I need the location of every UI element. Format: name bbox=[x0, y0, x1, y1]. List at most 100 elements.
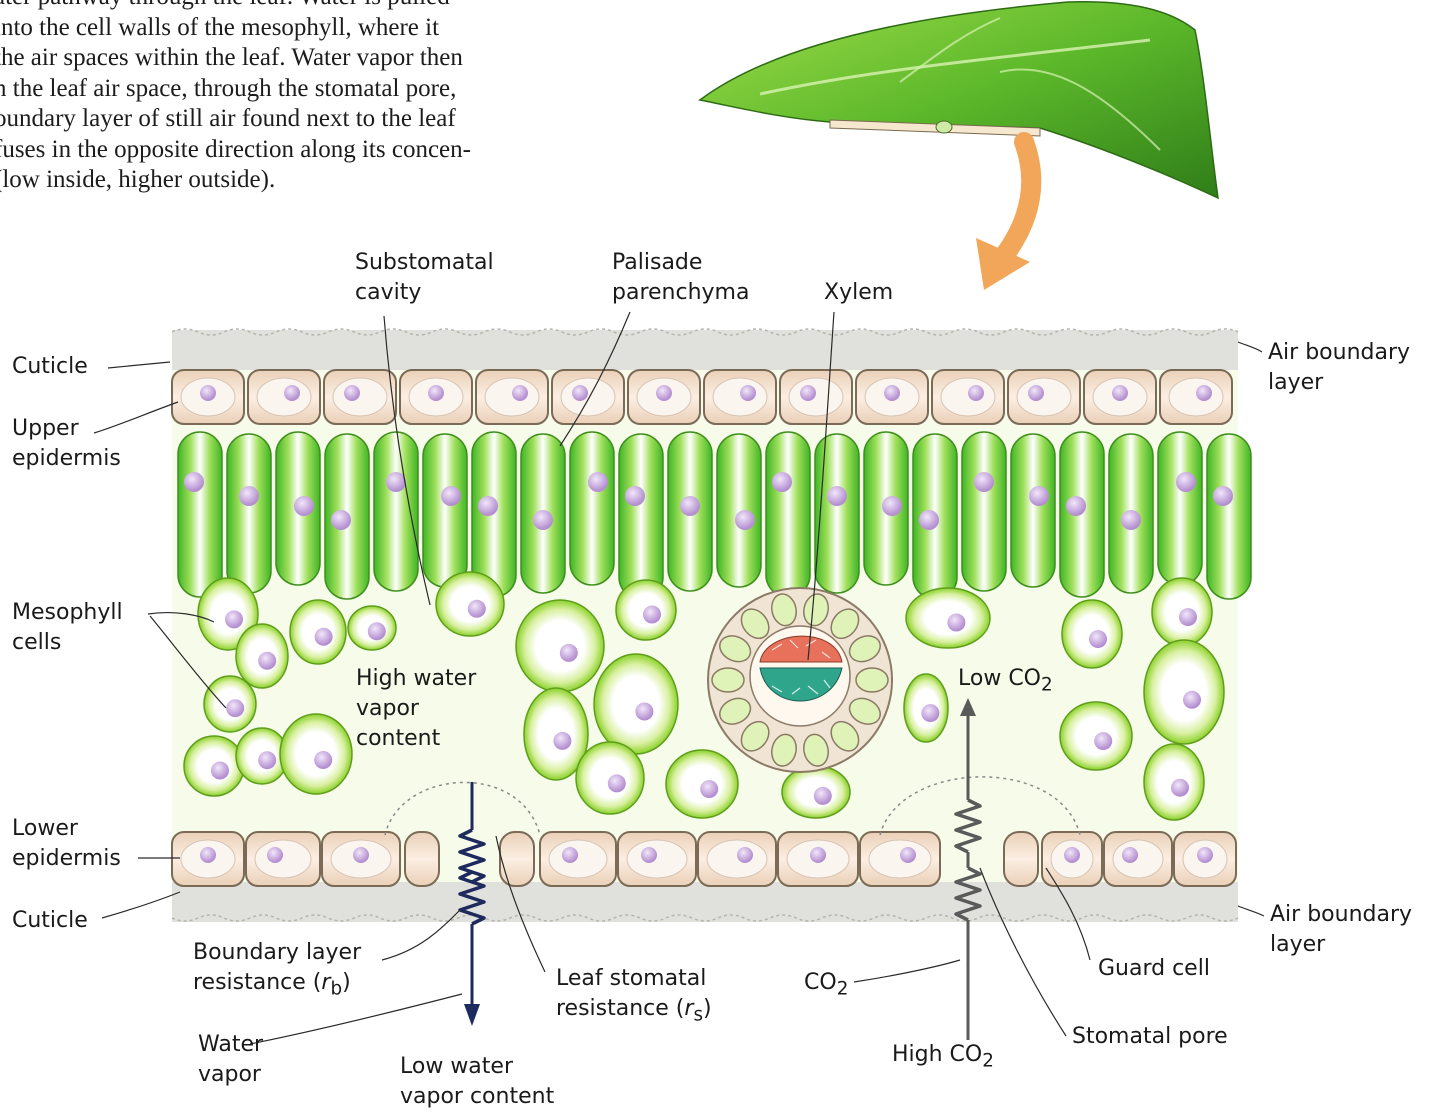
nucleus bbox=[184, 472, 204, 492]
palisade-cell bbox=[619, 434, 663, 599]
nucleus bbox=[562, 847, 578, 863]
vacuole bbox=[549, 840, 607, 878]
nucleus bbox=[1176, 472, 1196, 492]
nucleus bbox=[588, 472, 608, 492]
nucleus bbox=[512, 385, 528, 401]
vacuole bbox=[789, 378, 843, 416]
nucleus bbox=[641, 847, 657, 863]
nucleus bbox=[1112, 385, 1128, 401]
nucleus bbox=[1196, 385, 1212, 401]
nucleus bbox=[737, 847, 753, 863]
label-low-water-vapor: Low water vapor content bbox=[400, 1052, 554, 1112]
palisade-cell bbox=[1011, 434, 1055, 587]
label-co2: CO2 bbox=[804, 968, 848, 1004]
nucleus bbox=[1121, 510, 1141, 530]
label-low-co2: Low CO2 bbox=[958, 664, 1053, 700]
nucleus bbox=[1183, 691, 1201, 709]
vacuole bbox=[257, 378, 311, 416]
nucleus bbox=[428, 385, 444, 401]
bundle-sheath-cell bbox=[712, 668, 744, 692]
palisade-cell bbox=[227, 434, 271, 593]
guard-cell-right bbox=[1004, 832, 1038, 886]
vacuole bbox=[707, 840, 767, 878]
label-guard-cell: Guard cell bbox=[1098, 954, 1210, 984]
vacuole bbox=[333, 378, 387, 416]
label-text: ) bbox=[703, 996, 712, 1021]
label-line: resistance (rb) bbox=[193, 968, 361, 1004]
vacuole bbox=[869, 840, 931, 878]
label-high-water-vapor: High water vapor content bbox=[356, 664, 476, 754]
label-line: parenchyma bbox=[612, 278, 749, 308]
bundle-sheath-cell bbox=[856, 668, 888, 692]
label-line: Leaf stomatal bbox=[556, 964, 712, 994]
nucleus bbox=[1179, 608, 1197, 626]
label-line: Air boundary bbox=[1268, 338, 1410, 368]
nucleus bbox=[680, 496, 700, 516]
label-boundary-layer-resistance: Boundary layer resistance (rb) bbox=[193, 938, 361, 1004]
label-line: Mesophyll bbox=[12, 598, 123, 628]
nucleus bbox=[740, 385, 756, 401]
nucleus bbox=[1213, 486, 1233, 506]
label-line: layer bbox=[1270, 930, 1412, 960]
nucleus bbox=[974, 472, 994, 492]
nucleus bbox=[643, 606, 661, 624]
nucleus bbox=[331, 510, 351, 530]
palisade-cell bbox=[1207, 434, 1251, 599]
nucleus bbox=[1029, 486, 1049, 506]
nucleus bbox=[608, 774, 626, 792]
nucleus bbox=[1197, 847, 1213, 863]
nucleus bbox=[772, 472, 792, 492]
label-line: resistance (rs) bbox=[556, 994, 712, 1030]
palisade-cell bbox=[815, 434, 859, 593]
palisade-cell bbox=[570, 432, 614, 585]
nucleus bbox=[1089, 630, 1107, 648]
label-line: epidermis bbox=[12, 444, 121, 474]
label-line: cells bbox=[12, 628, 123, 658]
nucleus bbox=[1028, 385, 1044, 401]
vacuole bbox=[1017, 378, 1071, 416]
nucleus bbox=[284, 385, 300, 401]
palisade-cell bbox=[962, 432, 1006, 591]
lower-cuticle bbox=[172, 882, 1238, 922]
nucleus bbox=[553, 732, 571, 750]
vacuole bbox=[1169, 378, 1223, 416]
vacuole bbox=[255, 840, 311, 878]
nucleus bbox=[258, 652, 276, 670]
mesophyll-cell bbox=[1144, 640, 1224, 744]
label-mesophyll-cells: Mesophyll cells bbox=[12, 598, 123, 658]
palisade-cell bbox=[766, 432, 810, 597]
label-high-co2: High CO2 bbox=[892, 1040, 994, 1076]
nucleus bbox=[314, 751, 332, 769]
label-line: Substomatal bbox=[355, 248, 494, 278]
nucleus bbox=[344, 385, 360, 401]
nucleus bbox=[239, 486, 259, 506]
label-air-boundary-top: Air boundary layer bbox=[1268, 338, 1410, 398]
xylem-bundle bbox=[708, 588, 892, 772]
label-stomatal-pore: Stomatal pore bbox=[1072, 1022, 1228, 1052]
label-line: Upper bbox=[12, 414, 121, 444]
nucleus bbox=[882, 496, 902, 516]
label-line: High water bbox=[356, 664, 476, 694]
zoom-arrow-icon bbox=[976, 142, 1031, 290]
mesophyll-cell bbox=[594, 654, 678, 754]
label-subscript: b bbox=[330, 978, 342, 999]
nucleus bbox=[900, 847, 916, 863]
nucleus bbox=[226, 699, 244, 717]
vacuole bbox=[941, 378, 995, 416]
label-text: Low CO bbox=[958, 666, 1041, 691]
palisade-cell bbox=[423, 434, 467, 587]
label-lower-epidermis: Lower epidermis bbox=[12, 814, 121, 874]
label-xylem: Xylem bbox=[824, 278, 893, 308]
label-text: CO bbox=[804, 970, 837, 995]
label-line: epidermis bbox=[12, 844, 121, 874]
nucleus bbox=[294, 496, 314, 516]
nucleus bbox=[200, 847, 216, 863]
nucleus bbox=[211, 762, 229, 780]
label-line: Low water bbox=[400, 1052, 554, 1082]
nucleus bbox=[919, 510, 939, 530]
nucleus bbox=[225, 610, 243, 628]
nucleus bbox=[625, 486, 645, 506]
palisade-cell bbox=[374, 432, 418, 591]
nucleus bbox=[1171, 779, 1189, 797]
nucleus bbox=[315, 628, 333, 646]
